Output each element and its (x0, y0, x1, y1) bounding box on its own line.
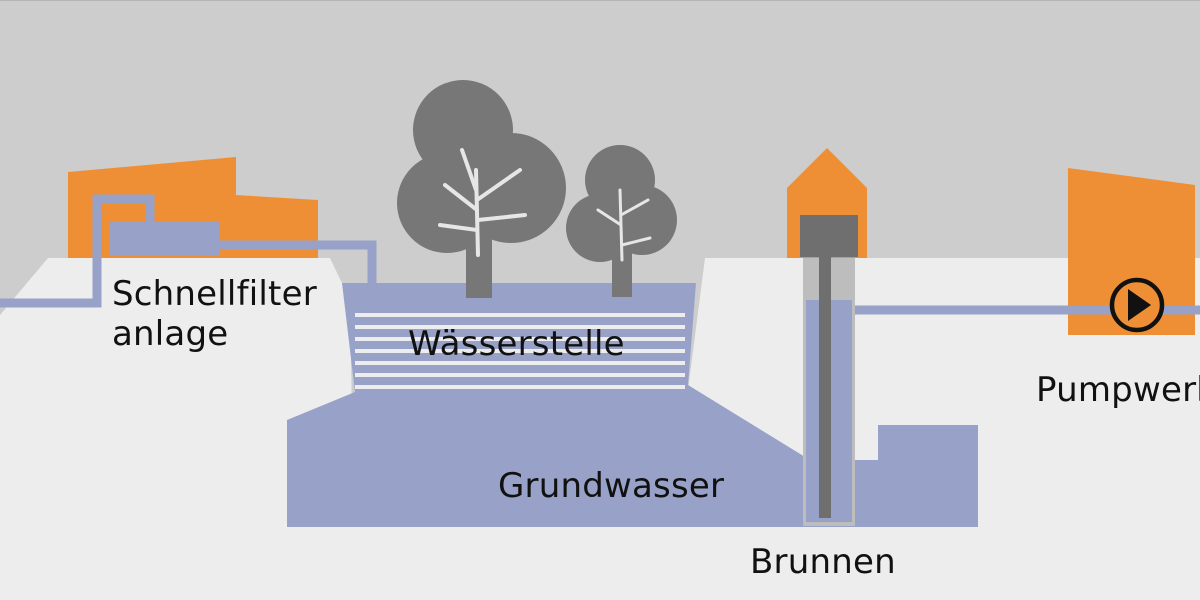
ground (0, 258, 355, 600)
waesserstelle-label: Wässerstelle (408, 324, 625, 364)
brunnen-label: Brunnen (750, 542, 896, 582)
pump-icon (1109, 277, 1165, 333)
filter-tank (110, 222, 220, 256)
ground-bottom (0, 520, 1200, 600)
pipe-filter-to-waesserstelle (218, 240, 377, 283)
schnellfilter-label: Schnellfilter anlage (112, 274, 317, 354)
tree-icon (566, 145, 677, 297)
grundwasser-label: Grundwasser (498, 466, 725, 506)
pumpwerk-label: Pumpwerk (1036, 370, 1200, 410)
well-shaft (819, 250, 831, 518)
pumpwerk-building (1068, 168, 1195, 335)
schnellfilter-label-line2: anlage (112, 314, 229, 354)
waesserstelle-stripes (355, 313, 685, 389)
well-head (800, 215, 858, 257)
schnellfilter-label-line1: Schnellfilter (112, 274, 317, 314)
pipe-left-inlet (0, 194, 155, 308)
tree-icon (397, 80, 566, 298)
